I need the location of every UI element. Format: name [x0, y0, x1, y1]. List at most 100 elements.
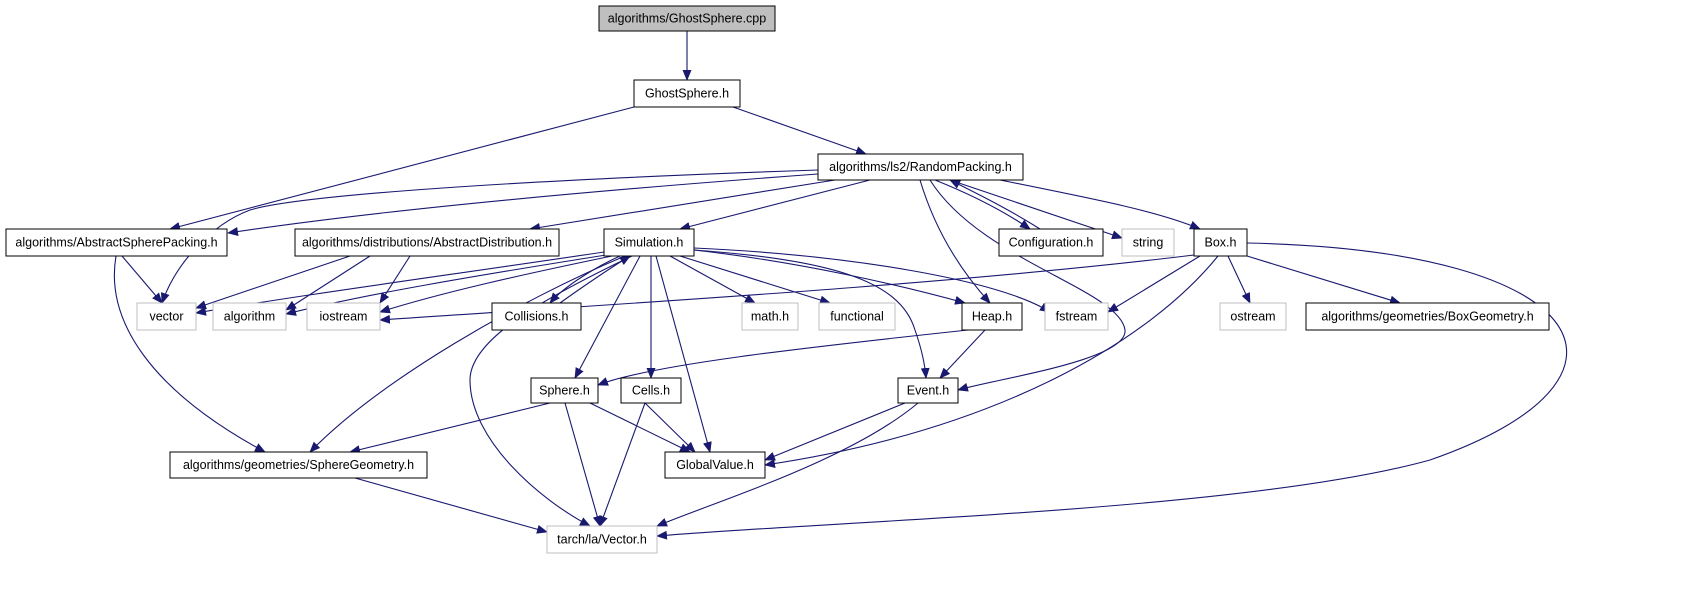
- node-box: [136, 302, 197, 331]
- node-ostream: ostream: [1219, 302, 1287, 331]
- edge-event-h-to-globalvalue-h: [764, 402, 906, 461]
- edge-abstractspherepacking-h-to-spheregeometry-h: [113, 255, 266, 453]
- edge-cells-h-to-globalvalue-h: [644, 402, 696, 453]
- node-vector: vector: [136, 302, 197, 331]
- node-cells-h[interactable]: Cells.h: [620, 377, 682, 404]
- edge-sphere-h-to-spheregeometry-h: [349, 402, 551, 454]
- node-box-h[interactable]: Box.h: [1193, 228, 1248, 257]
- node-randompacking-h[interactable]: algorithms/ls2/RandomPacking.h: [817, 153, 1024, 181]
- node-iostream: iostream: [306, 302, 381, 331]
- edge-heap-h-to-event-h: [939, 329, 986, 379]
- node-box: [818, 302, 896, 331]
- node-simulation-h[interactable]: Simulation.h: [603, 228, 695, 257]
- node-label: algorithms/geometries/BoxGeometry.h: [1321, 310, 1533, 324]
- node-ghostsphere-cpp[interactable]: algorithms/GhostSphere.cpp: [598, 5, 776, 32]
- edge-box-h-to-vector-h: [656, 242, 1568, 540]
- node-label: GhostSphere.h: [645, 87, 729, 101]
- node-label: tarch/la/Vector.h: [557, 533, 647, 547]
- edge-spheregeometry-h-to-vector-h: [354, 477, 548, 534]
- edge-sphere-h-to-globalvalue-h: [589, 402, 691, 453]
- node-label: ostream: [1230, 310, 1275, 324]
- edge-abstractdistribution-h-to-vector: [195, 255, 351, 310]
- node-box: [530, 377, 599, 404]
- edge-randompacking-h-to-simulation-h: [679, 179, 871, 231]
- edge-randompacking-h-to-event-h: [929, 179, 1126, 392]
- edge-box-h-to-fstream: [1107, 255, 1201, 313]
- edge-abstractspherepacking-h-to-vector: [121, 255, 163, 304]
- edge-simulation-h-to-heap-h: [693, 249, 966, 305]
- node-box: [546, 525, 658, 554]
- edge-simulation-h-to-math-h: [669, 255, 756, 304]
- edge-box-h-to-boxgeometry-h: [1246, 255, 1401, 305]
- edge-sphere-h-to-vector-h: [564, 402, 602, 527]
- node-label: functional: [830, 310, 884, 324]
- node-label: iostream: [320, 310, 368, 324]
- edge-simulation-h-to-fstream: [693, 247, 1051, 313]
- node-box: [491, 302, 582, 331]
- node-label: Heap.h: [972, 310, 1012, 324]
- node-event-h[interactable]: Event.h: [897, 377, 959, 404]
- edge-randompacking-h-to-heap-h: [919, 179, 991, 304]
- node-configuration-h[interactable]: Configuration.h: [998, 228, 1104, 257]
- edge-box-h-to-iostream: [379, 254, 1195, 324]
- edge-event-h-to-vector-h: [656, 402, 919, 527]
- node-math-h: math.h: [741, 302, 799, 331]
- edges: [113, 31, 1568, 540]
- node-box: [620, 377, 682, 404]
- node-label: GlobalValue.h: [676, 458, 754, 472]
- node-label: algorithms/ls2/RandomPacking.h: [829, 160, 1012, 174]
- node-collisions-h[interactable]: Collisions.h: [491, 302, 582, 331]
- node-label: math.h: [751, 310, 789, 324]
- node-box: [741, 302, 799, 331]
- edge-simulation-h-to-iostream: [379, 255, 613, 314]
- edge-randompacking-h-to-abstractspherepacking-h: [227, 173, 819, 236]
- edge-randompacking-h-to-configuration-h: [934, 179, 1031, 230]
- edge-box-h-to-globalvalue-h: [764, 255, 1219, 468]
- node-box: [961, 302, 1023, 331]
- edge-ghostsphere-h-to-abstractspherepacking-h: [169, 106, 635, 231]
- node-box: [1193, 228, 1248, 257]
- node-fstream: fstream: [1044, 302, 1109, 331]
- edge-collisions-h-to-simulation-h: [559, 255, 631, 304]
- node-sphere-h[interactable]: Sphere.h: [530, 377, 599, 404]
- edge-abstractdistribution-h-to-iostream: [379, 255, 411, 304]
- node-abstractspherepacking-h[interactable]: algorithms/AbstractSpherePacking.h: [5, 228, 228, 257]
- node-label: vector: [149, 310, 183, 324]
- edge-simulation-h-to-spheregeometry-h: [309, 255, 626, 453]
- node-abstractdistribution-h[interactable]: algorithms/distributions/AbstractDistrib…: [294, 228, 560, 257]
- edge-cells-h-to-vector-h: [599, 402, 646, 527]
- node-label: Cells.h: [632, 384, 670, 398]
- node-heap-h[interactable]: Heap.h: [961, 302, 1023, 331]
- edge-simulation-h-to-vector-h: [469, 255, 633, 527]
- node-label: Sphere.h: [539, 384, 590, 398]
- node-ghostsphere-h[interactable]: GhostSphere.h: [633, 79, 741, 108]
- node-vector-h: tarch/la/Vector.h: [546, 525, 658, 554]
- node-label: Box.h: [1205, 236, 1237, 250]
- node-globalvalue-h[interactable]: GlobalValue.h: [664, 451, 766, 479]
- node-label: Simulation.h: [615, 236, 684, 250]
- node-boxgeometry-h[interactable]: algorithms/geometries/BoxGeometry.h: [1305, 302, 1550, 331]
- node-label: algorithm: [224, 310, 275, 324]
- node-box: [897, 377, 959, 404]
- node-box: [998, 228, 1104, 257]
- node-label: Event.h: [907, 384, 949, 398]
- node-box: [817, 153, 1024, 181]
- node-box: [664, 451, 766, 479]
- edge-ghostsphere-h-to-randompacking-h: [732, 106, 867, 155]
- node-box: [169, 451, 428, 479]
- node-box: [633, 79, 741, 108]
- node-box: [306, 302, 381, 331]
- edge-box-h-to-ostream: [1227, 255, 1251, 304]
- node-label: fstream: [1056, 310, 1098, 324]
- node-label: algorithms/geometries/SphereGeometry.h: [183, 458, 414, 472]
- node-label: string: [1133, 236, 1164, 250]
- node-box: [1121, 228, 1175, 257]
- node-box: [294, 228, 560, 257]
- node-box: [212, 302, 287, 331]
- node-label: Collisions.h: [505, 310, 569, 324]
- node-label: algorithms/distributions/AbstractDistrib…: [302, 236, 552, 250]
- node-spheregeometry-h[interactable]: algorithms/geometries/SphereGeometry.h: [169, 451, 428, 479]
- edge-randompacking-h-to-abstractdistribution-h: [529, 179, 836, 232]
